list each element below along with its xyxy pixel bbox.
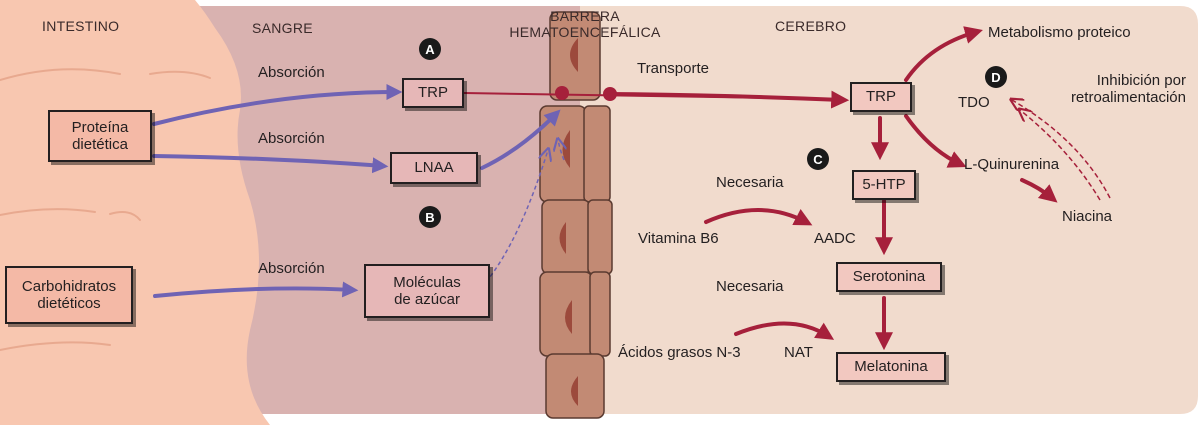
sugar-box: Moléculas de azúcar: [364, 264, 490, 318]
transporter-dot-left: [555, 86, 569, 100]
pathway-arrows: [704, 26, 1058, 351]
protein-box: Proteína dietética: [48, 110, 152, 162]
badge-d: D: [985, 66, 1007, 88]
blood-header: SANGRE: [252, 20, 313, 36]
required-label-2: Necesaria: [716, 278, 784, 295]
sugar-dashed-arrows: [485, 140, 564, 283]
absorption-label-1: Absorción: [258, 64, 325, 81]
tdo-label: TDO: [958, 94, 990, 111]
transporter-dot-right: [603, 87, 617, 101]
badge-a: A: [419, 38, 441, 60]
aadc-label: AADC: [814, 230, 856, 247]
melatonin-box: Melatonina: [836, 352, 946, 382]
barrier-nuclei: [559, 38, 578, 406]
feedback-label: Inhibición por retroalimentación: [1070, 72, 1186, 107]
protein-metabolism-label: Metabolismo proteico: [988, 24, 1131, 41]
absorption-label-2: Absorción: [258, 130, 325, 147]
htp-box: 5-HTP: [852, 170, 916, 200]
intestine-region: [0, 0, 270, 425]
badge-b: B: [419, 206, 441, 228]
nat-label: NAT: [784, 344, 813, 361]
required-label-1: Necesaria: [716, 174, 784, 191]
transport-label: Transporte: [637, 60, 709, 77]
barrier-header: BARRERA HEMATOENCEFÁLICA: [509, 8, 661, 41]
absorption-label-3: Absorción: [258, 260, 325, 277]
trp-brain-box: TRP: [850, 82, 912, 112]
trp-transport-arrow: [463, 86, 850, 109]
niacin-label: Niacina: [1062, 208, 1113, 225]
vitamin-b6-label: Vitamina B6: [638, 230, 719, 247]
brain-region: [560, 6, 1198, 414]
lnaa-box: LNAA: [390, 152, 478, 184]
carbs-box: Carbohidratos dietéticos: [5, 266, 133, 324]
absorption-arrows: [152, 84, 561, 298]
trp-blood-box: TRP: [402, 78, 464, 108]
intestine-header: INTESTINO: [42, 18, 120, 34]
intestine-folds: [0, 68, 211, 351]
serotonin-box: Serotonina: [836, 262, 942, 292]
kynurenine-label: L-Quinurenina: [964, 156, 1060, 173]
badge-c: C: [807, 148, 829, 170]
feedback-dashed-arrows: [1012, 100, 1111, 201]
brain-header: CEREBRO: [775, 18, 847, 34]
fatty-acids-label: Ácidos grasos N-3: [618, 344, 741, 361]
